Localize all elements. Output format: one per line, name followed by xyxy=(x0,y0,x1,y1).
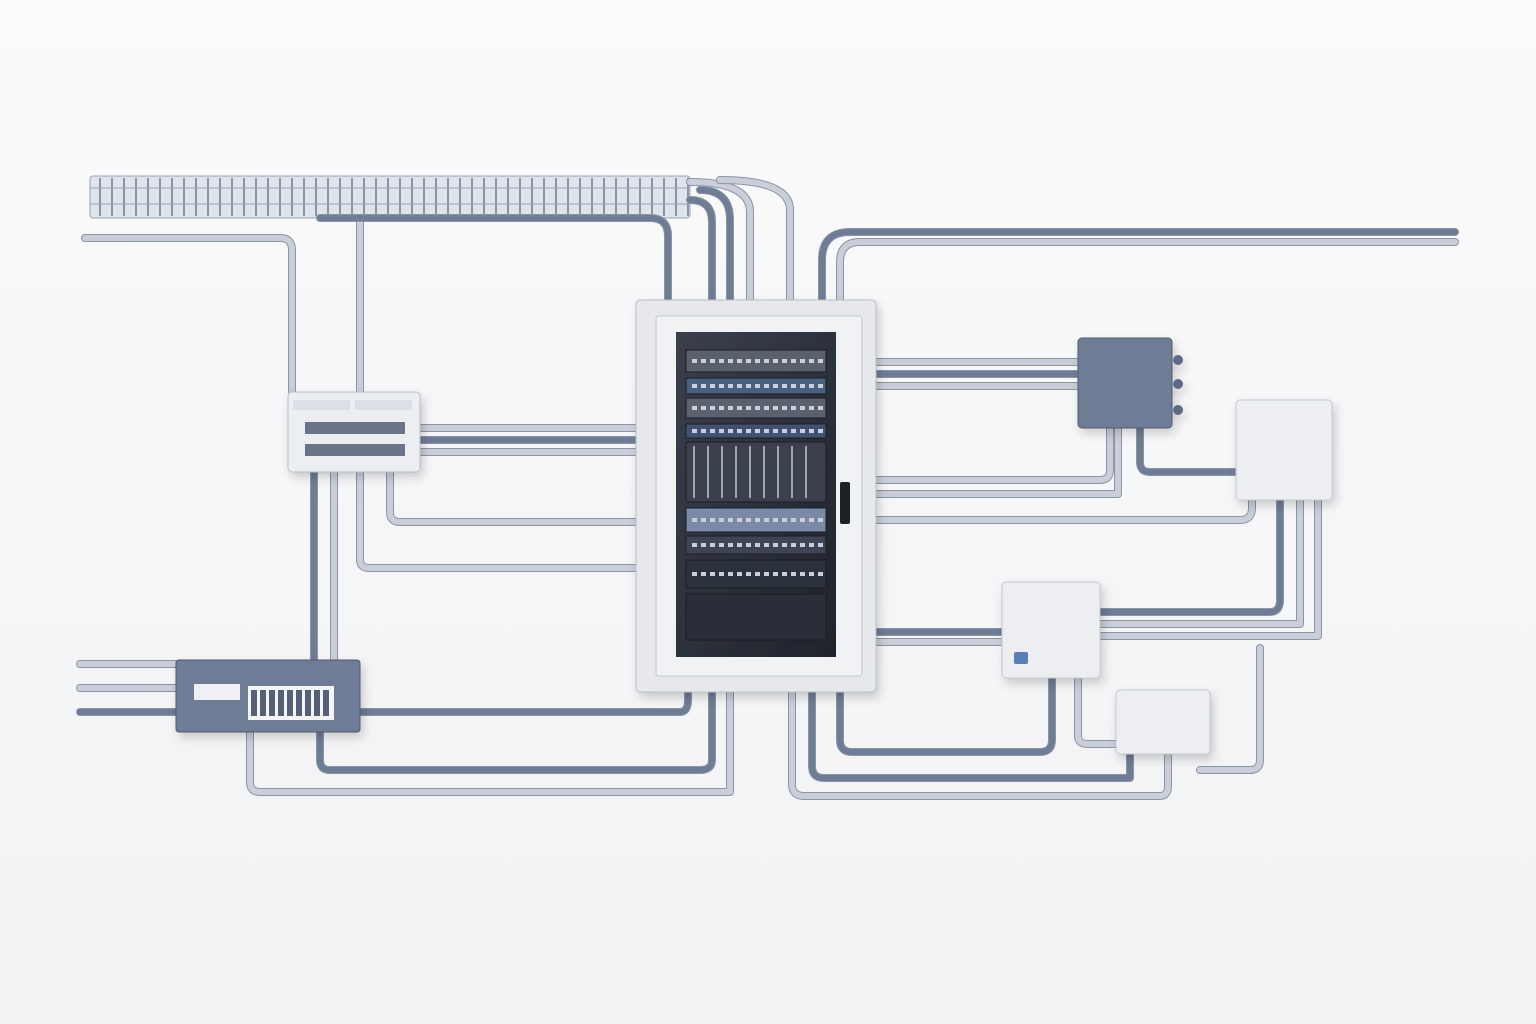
cable-tray xyxy=(89,175,691,219)
rack-unit xyxy=(685,441,827,503)
junction-box-middle xyxy=(1001,581,1101,679)
conduit-runs xyxy=(76,176,1459,800)
door-handle xyxy=(840,482,850,524)
rack-unit xyxy=(685,593,827,641)
breaker-panel xyxy=(175,659,361,733)
network-rack-cabinet xyxy=(635,299,877,693)
patch-panel-box xyxy=(287,391,421,473)
junction-box-upper-right xyxy=(1235,399,1333,501)
junction-box-lower xyxy=(1115,689,1211,755)
rack-equipment xyxy=(685,349,827,641)
junction-box-dark xyxy=(1077,337,1183,429)
